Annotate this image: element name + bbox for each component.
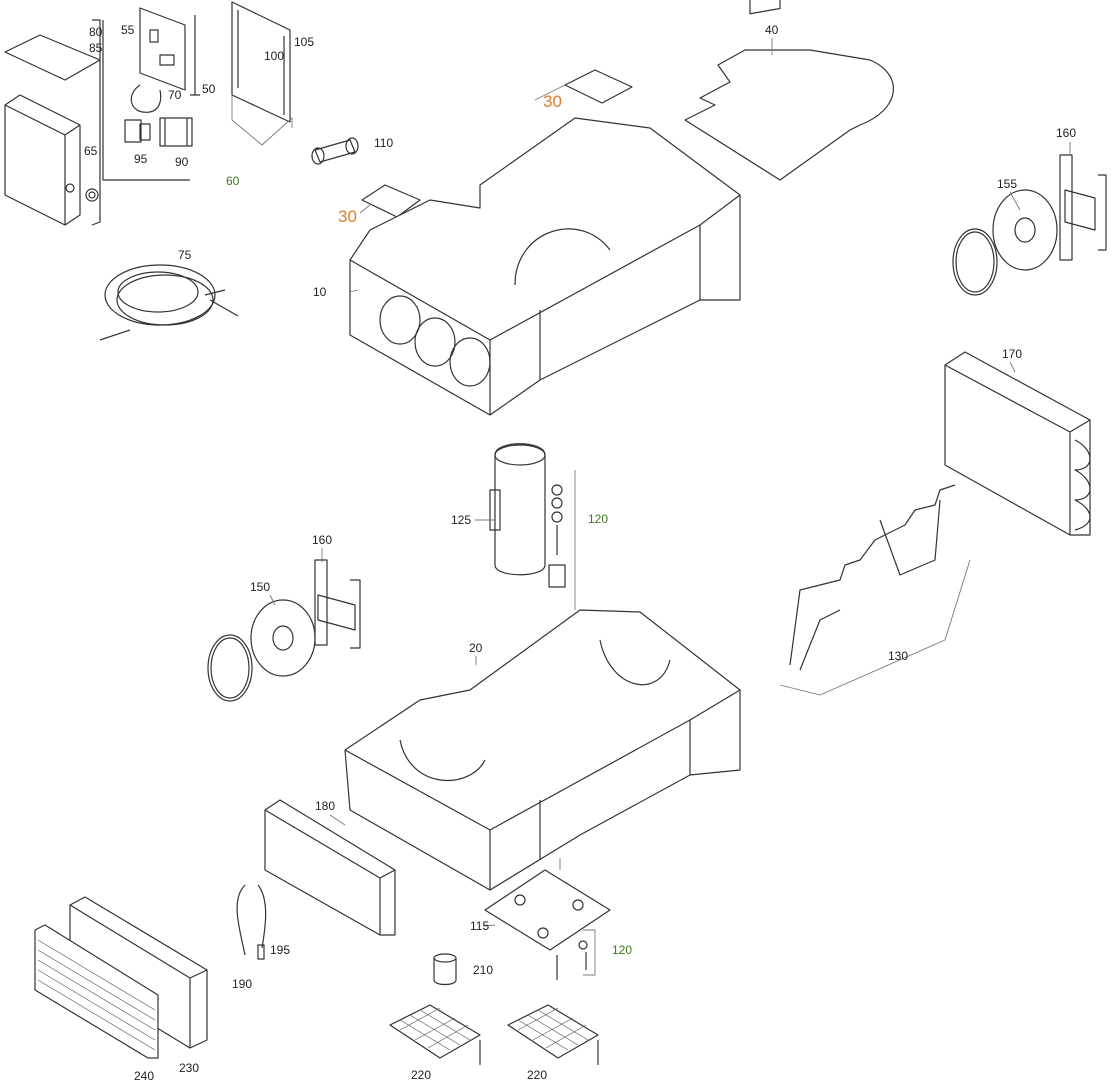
part-label-190: 190 (232, 977, 253, 991)
part-label-55: 55 (121, 23, 135, 37)
capacitor-110 (311, 137, 359, 165)
part-label-10: 10 (313, 285, 327, 299)
part-label-155: 155 (997, 177, 1018, 191)
filter-pad-30-top (564, 69, 633, 104)
housing-box (4, 94, 81, 226)
part-label-220-left: 220 (411, 1068, 432, 1082)
upper-housing-10 (349, 117, 741, 416)
bracket-60 (91, 15, 200, 226)
part-label-80: 80 (89, 25, 103, 39)
part-label-180: 180 (315, 799, 336, 813)
part-label-110: 110 (374, 136, 394, 150)
part-label-195: 195 (270, 943, 291, 957)
sensor-cable-190 (236, 884, 267, 960)
refrigerant-piping-130 (779, 484, 971, 696)
part-label-30-left: 30 (338, 207, 357, 226)
relay-95 (124, 119, 151, 143)
condenser-coil-170 (944, 351, 1091, 536)
part-label-160-right: 160 (1056, 126, 1077, 140)
cover-40 (684, 0, 894, 181)
part-label-85: 85 (89, 41, 103, 55)
cable-bundle-75 (99, 264, 239, 341)
part-label-90: 90 (175, 155, 189, 169)
blower-wheel-155 (992, 189, 1058, 271)
compressor-120 (489, 443, 546, 576)
circuit-board-50 (139, 7, 186, 91)
part-label-230: 230 (179, 1061, 200, 1075)
evaporator-coil-180 (264, 799, 396, 936)
part-label-100: 100 (264, 49, 285, 63)
part-label-115: 115 (470, 919, 490, 933)
part-label-120-compressor: 120 (588, 512, 609, 526)
part-label-125: 125 (451, 513, 472, 527)
mounting-plate-115 (484, 858, 611, 951)
part-label-30-top: 30 (543, 92, 562, 111)
plug-210 (433, 953, 457, 986)
mesh-220-left (389, 1004, 481, 1065)
part-label-170: 170 (1002, 347, 1023, 361)
part-label-150: 150 (250, 580, 271, 594)
blower-wheel-150 (250, 599, 316, 677)
motor-bracket-160-right (1059, 154, 1107, 261)
part-label-120-screws: 120 (612, 943, 633, 957)
leader-lines (269, 38, 1071, 927)
part-label-220-right: 220 (527, 1068, 548, 1082)
mesh-220-right (507, 1004, 599, 1065)
ring-155 (952, 228, 998, 296)
part-label-105: 105 (294, 35, 315, 49)
part-label-70: 70 (168, 88, 182, 102)
part-label-65: 65 (84, 144, 98, 158)
part-label-60: 60 (226, 174, 240, 188)
mounting-parts-120 (548, 470, 576, 610)
part-label-210: 210 (473, 963, 494, 977)
motor-bracket-160-left (314, 559, 361, 649)
transformer-90 (159, 117, 193, 147)
part-label-50: 50 (202, 82, 216, 96)
part-label-75: 75 (178, 248, 192, 262)
base-tray-20 (344, 609, 741, 891)
grille-240 (34, 924, 159, 1059)
part-label-40: 40 (765, 23, 779, 37)
part-label-20: 20 (469, 641, 483, 655)
mounting-plate (231, 1, 293, 146)
ring-150 (207, 634, 253, 702)
grommet-65 (85, 188, 99, 202)
filter-pad-30-left (361, 184, 421, 218)
part-label-95: 95 (134, 152, 148, 166)
part-label-160-left: 160 (312, 533, 333, 547)
part-label-130: 130 (888, 649, 909, 663)
part-label-240: 240 (134, 1069, 155, 1082)
screws-120 (556, 929, 596, 980)
cover-plate (4, 34, 101, 81)
cable-70 (130, 84, 162, 113)
